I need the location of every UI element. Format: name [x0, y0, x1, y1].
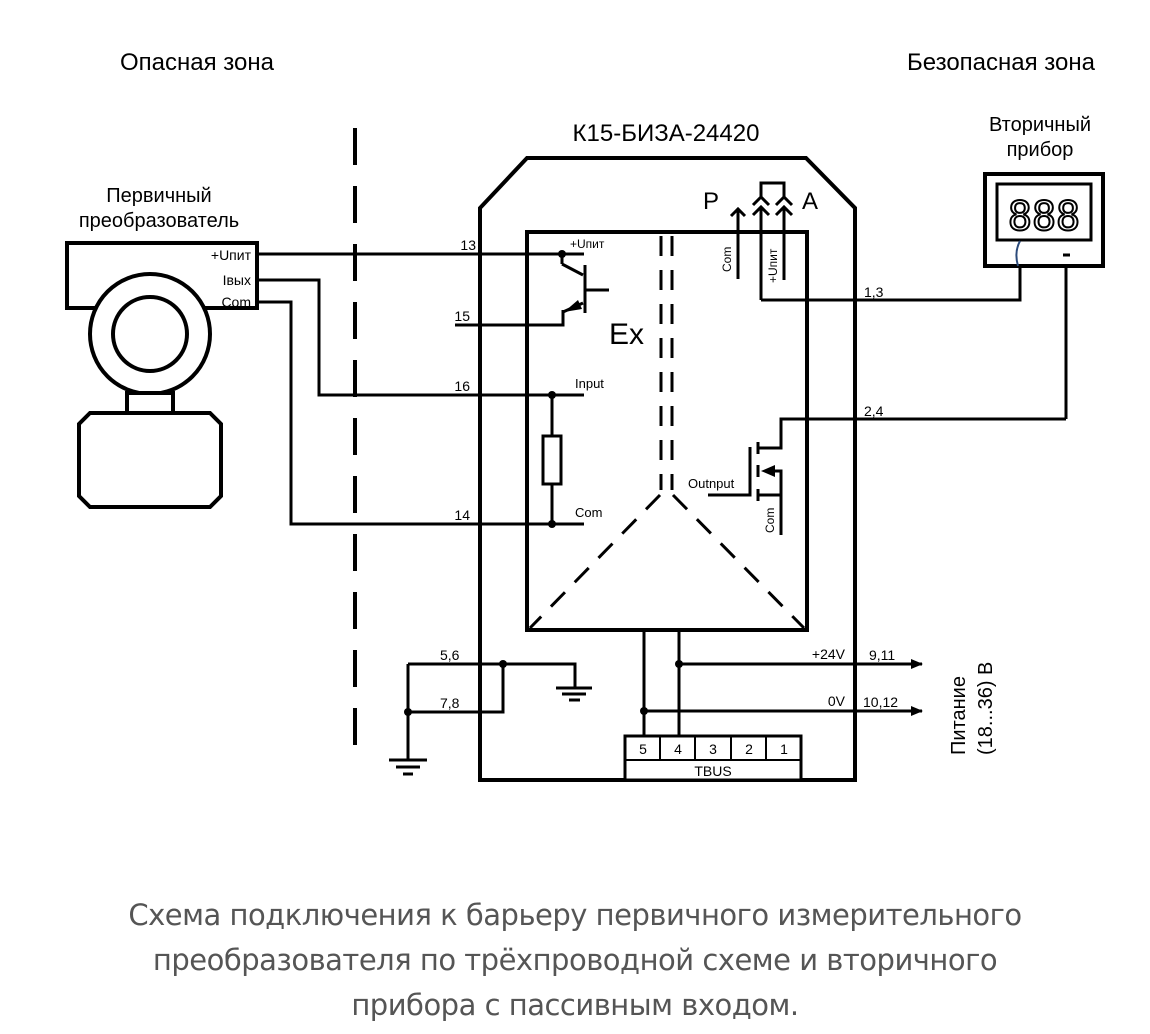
mosfet-arrow-icon	[761, 465, 775, 477]
barrier-housing	[478, 156, 857, 782]
junction-dot	[404, 708, 412, 716]
com-top-label: Com	[720, 247, 734, 272]
safe-zone-label: Безопасная зона	[907, 49, 1096, 76]
upit-inner-label: +Uпит	[570, 237, 605, 251]
secondary-title-line2: прибор	[1007, 139, 1074, 161]
tbus-pin: 2	[745, 741, 753, 757]
terminal-10-12: 10,12	[863, 694, 898, 710]
power-label-line1: Питание	[948, 676, 970, 755]
terminal-13: 13	[460, 237, 476, 253]
com-left-label: Com	[575, 505, 602, 520]
switch-p-label: P	[703, 188, 719, 215]
zero-v-label: 0V	[828, 693, 846, 709]
power-wiring	[642, 630, 923, 738]
switch-a-label: A	[802, 188, 818, 215]
terminal-1-3: 1,3	[864, 284, 884, 300]
primary-title-line2: преобразователь	[79, 210, 239, 232]
output-label: Outnput	[688, 476, 735, 491]
input-label: Input	[575, 376, 604, 391]
plus24-label: +24V	[812, 646, 846, 662]
junction-dot	[675, 660, 683, 668]
ex-label: Ex	[609, 318, 644, 351]
primary-title-line1: Первичный	[106, 185, 211, 207]
caption-line3: прибора с пассивным входом.	[351, 988, 799, 1022]
tbus-label: TBUS	[694, 763, 731, 779]
barrier-title: К15-БИЗА-24420	[573, 120, 760, 147]
terminal-14: 14	[454, 507, 470, 523]
upit-vertical-label: +Uпит	[766, 248, 780, 283]
junction-dot	[640, 707, 648, 715]
primary-sensor-body	[77, 411, 223, 509]
junction-dot	[548, 391, 556, 399]
secondary-display	[995, 182, 1093, 242]
terminal-5-6: 5,6	[440, 647, 460, 663]
ground-icon	[389, 758, 427, 776]
transistor-symbol	[560, 254, 609, 314]
display-digits: 888	[1008, 194, 1080, 240]
junction-dot	[499, 660, 507, 668]
secondary-title-line1: Вторичный	[989, 114, 1091, 136]
junction-dot	[558, 250, 566, 258]
tbus-pin: 1	[780, 741, 788, 757]
output-mosfet	[708, 417, 1066, 535]
pa-switch-jumper	[729, 181, 855, 302]
power-label-line2: (18...36) В	[975, 662, 997, 755]
primary-pin-upit: +Uпит	[211, 247, 252, 263]
tbus-pin: 5	[639, 741, 647, 757]
tbus-pin: 3	[709, 741, 717, 757]
terminal-2-4: 2,4	[864, 403, 884, 419]
primary-sensor-neck	[125, 391, 175, 415]
plus-lead	[1015, 240, 1021, 267]
junction-dot	[548, 520, 556, 528]
diagram-caption: Схема подключения к барьеру первичного и…	[0, 893, 1150, 1028]
transistor-arrow-icon	[564, 300, 582, 312]
terminal-9-11: 9,11	[869, 647, 895, 663]
terminal-7-8: 7,8	[440, 695, 460, 711]
barrier-inner-block	[525, 230, 809, 632]
caption-line2: преобразователя по трёхпроводной схеме и…	[152, 943, 998, 977]
com-right-label: Com	[763, 508, 777, 533]
wiring-diagram: Опасная зона Безопасная зона К15-БИЗА-24…	[65, 49, 1105, 782]
terminal-16: 16	[454, 378, 470, 394]
primary-sensor-inner-ring	[111, 295, 189, 373]
hazardous-zone-label: Опасная зона	[120, 49, 275, 76]
tbus-connector	[623, 734, 803, 782]
isolation-diagonal-right	[671, 493, 806, 630]
primary-pin-com: Com	[221, 294, 251, 310]
tbus-pin: 4	[674, 741, 682, 757]
input-resistor	[541, 395, 563, 524]
caption-line1: Схема подключения к барьеру первичного и…	[128, 898, 1022, 932]
secondary-wires	[855, 267, 1068, 419]
primary-pin-iout: Iвых	[223, 272, 251, 288]
isolation-diagonal-left	[528, 493, 662, 630]
terminal-15: 15	[454, 308, 470, 324]
primary-wires	[257, 252, 584, 526]
ground-icon	[556, 686, 592, 702]
ground-wiring	[406, 662, 577, 760]
